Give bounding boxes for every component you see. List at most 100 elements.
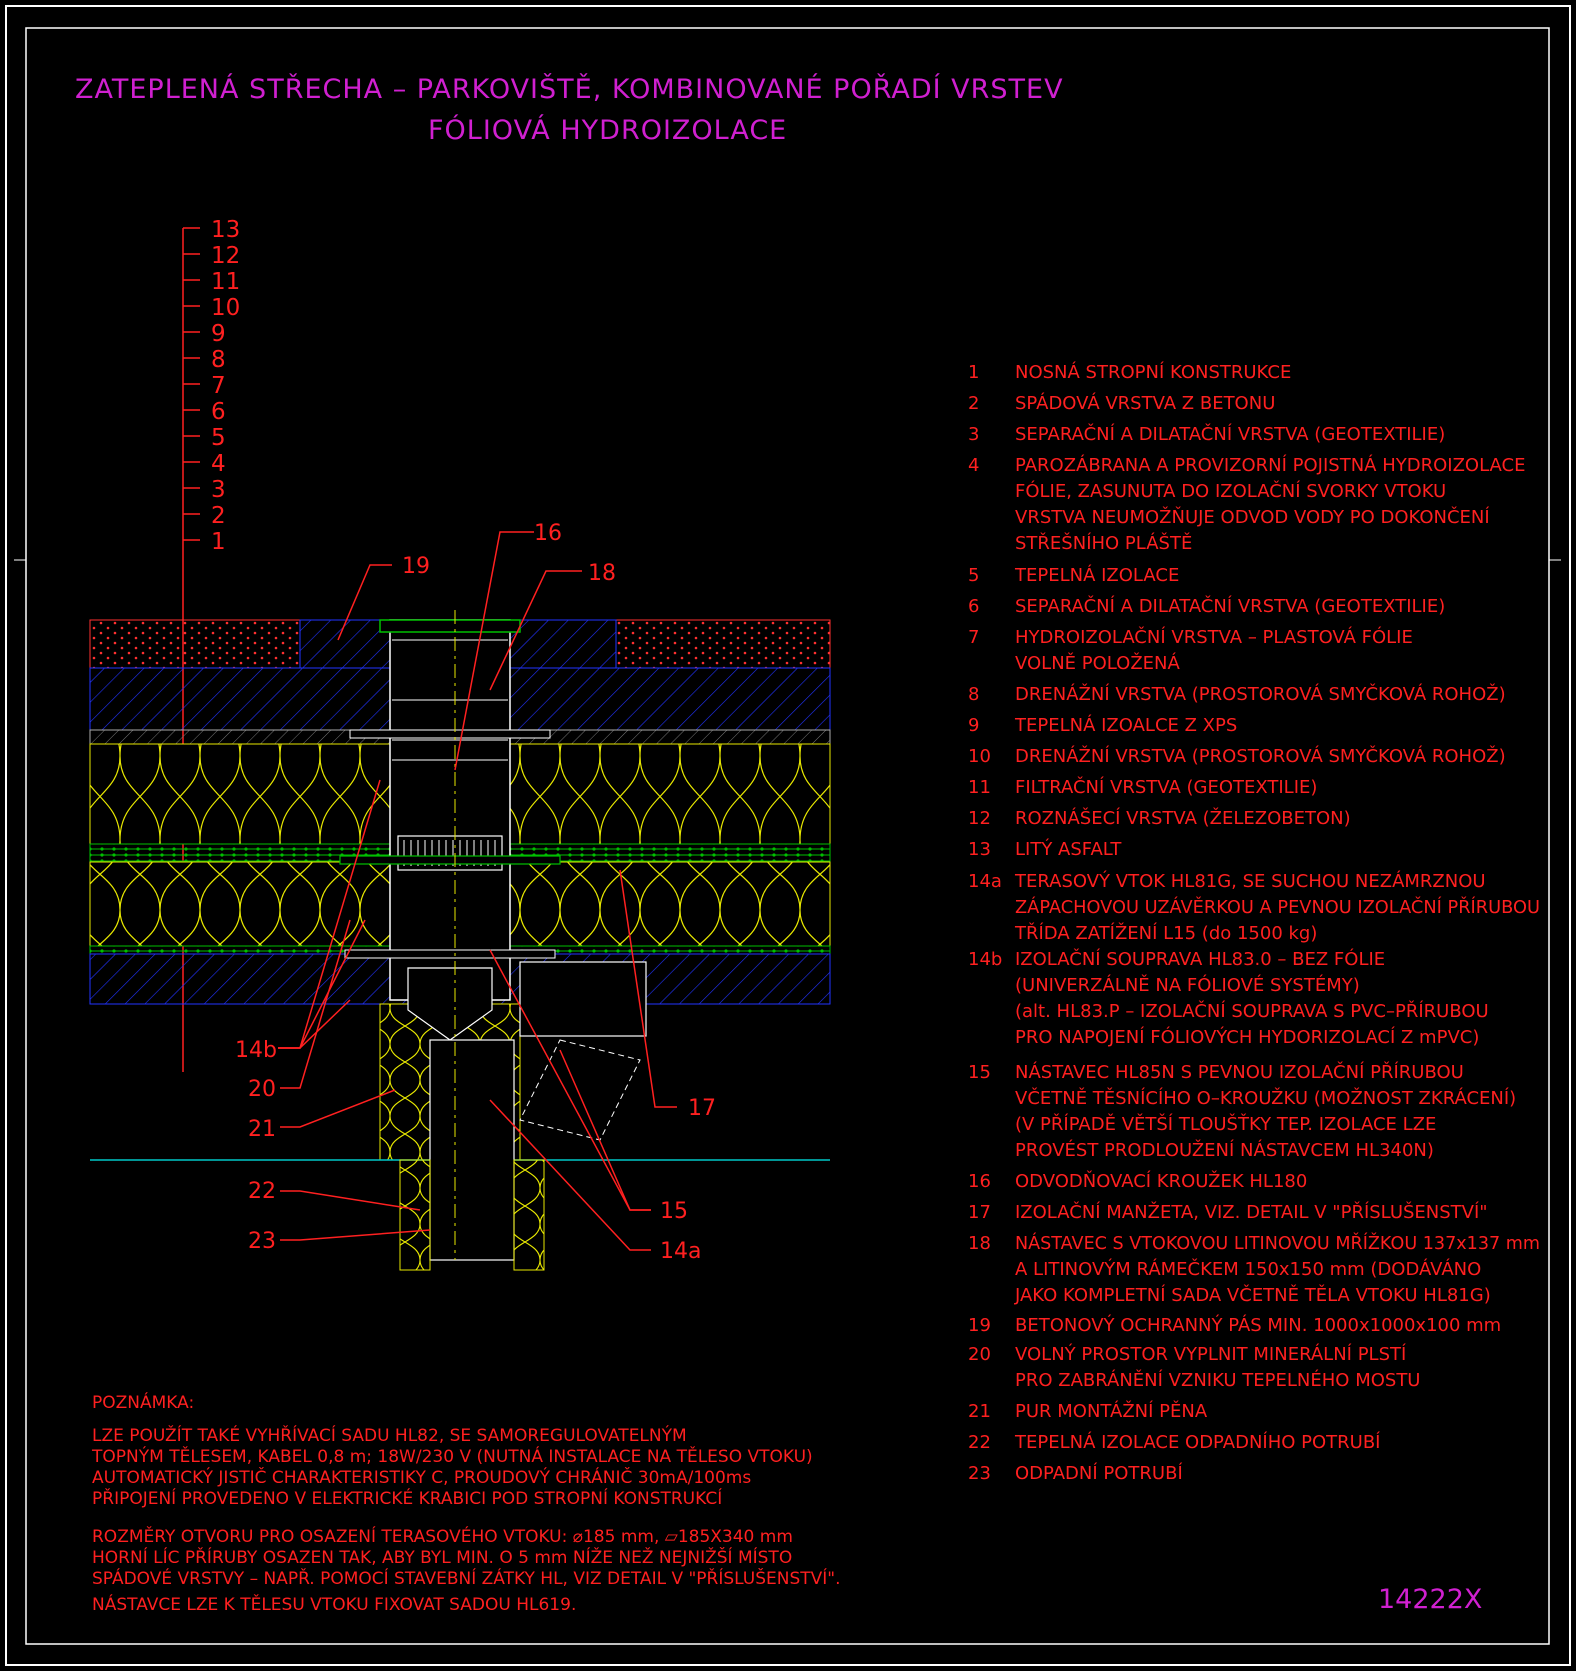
legend-text: VOLNÝ PROSTOR VYPLNIT MINERÁLNÍ PLSTÍ xyxy=(1015,1343,1406,1365)
callout-17: 17 xyxy=(688,1096,716,1121)
legend-text: TŘÍDA ZATÍŽENÍ L15 (do 1500 kg) xyxy=(1014,922,1317,944)
waste-pipe xyxy=(429,1039,515,1261)
legend-number: 20 xyxy=(968,1344,991,1365)
legend-number: 13 xyxy=(968,839,991,860)
note-heading: POZNÁMKA: xyxy=(92,1391,194,1413)
note-line: TOPNÝM TĚLESEM, KABEL 0,8 m; 18W/230 V (… xyxy=(91,1445,813,1467)
legend-text: TEPELNÁ IZOLACE ODPADNÍHO POTRUBÍ xyxy=(1014,1431,1381,1453)
legend-text: HYDROIZOLAČNÍ VRSTVA – PLASTOVÁ FÓLIE xyxy=(1015,626,1413,648)
legend-text: VRSTVA NEUMOŽŇUJE ODVOD VODY PO DOKONČEN… xyxy=(1015,506,1490,528)
note-line: SPÁDOVÉ VRSTVY – NAPŘ. POMOCÍ STAVEBNÍ Z… xyxy=(92,1567,841,1589)
legend-text: A LITINOVÝM RÁMEČKEM 150x150 mm (DODÁVÁN… xyxy=(1015,1258,1481,1280)
legend-text: ODPADNÍ POTRUBÍ xyxy=(1015,1462,1183,1484)
legend-text: ZÁPACHOVOU UZÁVĚRKOU A PEVNOU IZOLAČNÍ P… xyxy=(1015,896,1540,918)
legend-number: 22 xyxy=(968,1432,991,1453)
leader-lines xyxy=(278,531,677,1251)
legend-text: IZOLAČNÍ SOUPRAVA HL83.0 – BEZ FÓLIE xyxy=(1015,948,1385,970)
legend-text: SPÁDOVÁ VRSTVA Z BETONU xyxy=(1015,392,1275,414)
legend-number: 5 xyxy=(968,565,979,586)
callout-15: 15 xyxy=(660,1199,688,1224)
drawing-frame xyxy=(5,5,1571,1666)
scale-number: 2 xyxy=(211,503,226,529)
drain-trap xyxy=(407,967,493,1041)
note-line: PŘIPOJENÍ PROVEDENO V ELEKTRICKÉ KRABICI… xyxy=(92,1487,722,1509)
pipe-insulation-right xyxy=(513,1159,545,1271)
note-line: ROZMĚRY OTVORU PRO OSAZENÍ TERASOVÉHO VT… xyxy=(92,1525,793,1547)
scale-number: 9 xyxy=(211,321,226,347)
legend-number: 14b xyxy=(968,949,1002,970)
legend-text: NÁSTAVEC S VTOKOVOU LITINOVOU MŘÍŽKOU 13… xyxy=(1015,1232,1540,1254)
drawing-code: 14222X xyxy=(1378,1584,1482,1615)
legend-text: PROVÉST PRODLOUŽENÍ NÁSTAVCEM HL340N) xyxy=(1015,1139,1434,1161)
legend-text: TEPELNÁ IZOLACE xyxy=(1014,564,1179,586)
legend-number: 2 xyxy=(968,393,979,414)
note-line: HORNÍ LÍC PŘÍRUBY OSAZEN TAK, ABY BYL MI… xyxy=(92,1546,792,1568)
legend-number: 19 xyxy=(968,1315,991,1336)
legend-number: 21 xyxy=(968,1401,991,1422)
legend-number: 18 xyxy=(968,1233,991,1254)
legend-text: LITÝ ASFALT xyxy=(1015,838,1122,860)
legend-text: ODVODŇOVACÍ KROUŽEK HL180 xyxy=(1015,1170,1307,1192)
scale-number: 13 xyxy=(211,217,240,243)
legend-text: PAROZÁBRANA A PROVIZORNÍ POJISTNÁ HYDROI… xyxy=(1015,454,1525,476)
scale-number: 8 xyxy=(211,347,226,373)
legend-text: PRO NAPOJENÍ FÓLIOVÝCH HYDORIZOLACÍ Z mP… xyxy=(1015,1026,1479,1048)
legend-number: 12 xyxy=(968,808,991,829)
legend-text: FÓLIE, ZASUNUTA DO IZOLAČNÍ SVORKY VTOKU xyxy=(1015,480,1446,502)
drain-body xyxy=(389,619,511,1001)
legend-number: 9 xyxy=(968,715,979,736)
callout-23: 23 xyxy=(248,1229,276,1254)
legend-number: 11 xyxy=(968,777,991,798)
legend-text: VČETNĚ TĚSNÍCÍHO O–KROUŽKU (MOŽNOST ZKRÁ… xyxy=(1015,1087,1516,1109)
legend-number: 17 xyxy=(968,1202,991,1223)
title-line2: FÓLIOVÁ HYDROIZOLACE xyxy=(428,114,787,146)
legend-text: NOSNÁ STROPNÍ KONSTRUKCE xyxy=(1015,361,1291,383)
legend-text: IZOLAČNÍ MANŽETA, VIZ. DETAIL V "PŘÍSLUŠ… xyxy=(1015,1201,1488,1223)
note-line: NÁSTAVCE LZE K TĚLESU VTOKU FIXOVAT SADO… xyxy=(92,1593,576,1615)
legend-text: DRENÁŽNÍ VRSTVA (PROSTOROVÁ SMYČKOVÁ ROH… xyxy=(1015,745,1506,767)
legend-text: PRO ZABRÁNĚNÍ VZNIKU TEPELNÉHO MOSTU xyxy=(1015,1369,1420,1391)
callout-21: 21 xyxy=(248,1117,276,1142)
legend-text: (V PŘÍPADĚ VĚTŠÍ TLOUŠŤKY TEP. IZOLACE L… xyxy=(1015,1113,1436,1135)
scale-number: 7 xyxy=(211,373,226,399)
legend-text: (alt. HL83.P – IZOLAČNÍ SOUPRAVA S PVC–P… xyxy=(1015,1000,1489,1022)
note-line: LZE POUŽÍT TAKÉ VYHŘÍVACÍ SADU HL82, SE … xyxy=(92,1424,687,1446)
callout-14b: 14b xyxy=(235,1038,277,1063)
legend-text: NÁSTAVEC HL85N S PEVNOU IZOLAČNÍ PŘÍRUBO… xyxy=(1015,1061,1464,1083)
roof-cross-section xyxy=(89,610,831,1271)
scale-number: 5 xyxy=(211,425,226,451)
note: POZNÁMKA: LZE POUŽÍT TAKÉ VYHŘÍVACÍ SADU… xyxy=(91,1391,841,1615)
legend-text: FILTRAČNÍ VRSTVA (GEOTEXTILIE) xyxy=(1015,776,1317,798)
legend-number: 16 xyxy=(968,1171,991,1192)
legend-text: PUR MONTÁŽNÍ PĚNA xyxy=(1015,1400,1208,1422)
legend-text: TERASOVÝ VTOK HL81G, SE SUCHOU NEZÁMRZNO… xyxy=(1014,870,1486,892)
callout-19: 19 xyxy=(402,554,430,579)
legend-text: ROZNÁŠECÍ VRSTVA (ŽELEZOBETON) xyxy=(1015,807,1351,829)
scale-number: 6 xyxy=(211,399,226,425)
legend-text: DRENÁŽNÍ VRSTVA (PROSTOROVÁ SMYČKOVÁ ROH… xyxy=(1015,683,1506,705)
legend-text: TEPELNÁ IZOALCE Z XPS xyxy=(1014,714,1237,736)
callout-14a: 14a xyxy=(660,1239,701,1264)
legend-text: BETONOVÝ OCHRANNÝ PÁS MIN. 1000x1000x100… xyxy=(1015,1314,1501,1336)
legend-number: 6 xyxy=(968,596,979,617)
legend-number: 3 xyxy=(968,424,979,445)
legend-text: (UNIVERZÁLNĚ NA FÓLIOVÉ SYSTÉMY) xyxy=(1015,974,1360,996)
legend-number: 23 xyxy=(968,1463,991,1484)
callout-18: 18 xyxy=(588,561,616,586)
scale-number: 11 xyxy=(211,269,240,295)
legend-text: STŘEŠNÍHO PLÁŠTĚ xyxy=(1015,532,1192,554)
legend-text: VOLNĚ POLOŽENÁ xyxy=(1015,652,1180,674)
callout-20: 20 xyxy=(248,1077,276,1102)
callout-22: 22 xyxy=(248,1179,276,1204)
scale-number: 1 xyxy=(211,529,226,555)
scale-number: 4 xyxy=(211,451,226,477)
note-line: AUTOMATICKÝ JISTIČ CHARAKTERISTIKY C, PR… xyxy=(92,1466,751,1488)
legend-number: 15 xyxy=(968,1062,991,1083)
title-line1: ZATEPLENÁ STŘECHA – PARKOVIŠTĚ, KOMBINOV… xyxy=(75,73,1064,105)
callout-16: 16 xyxy=(534,521,562,546)
scale-number: 3 xyxy=(211,477,226,503)
legend-text: JAKO KOMPLETNÍ SADA VČETNĚ TĚLA VTOKU HL… xyxy=(1014,1284,1491,1306)
legend-number: 7 xyxy=(968,627,979,648)
